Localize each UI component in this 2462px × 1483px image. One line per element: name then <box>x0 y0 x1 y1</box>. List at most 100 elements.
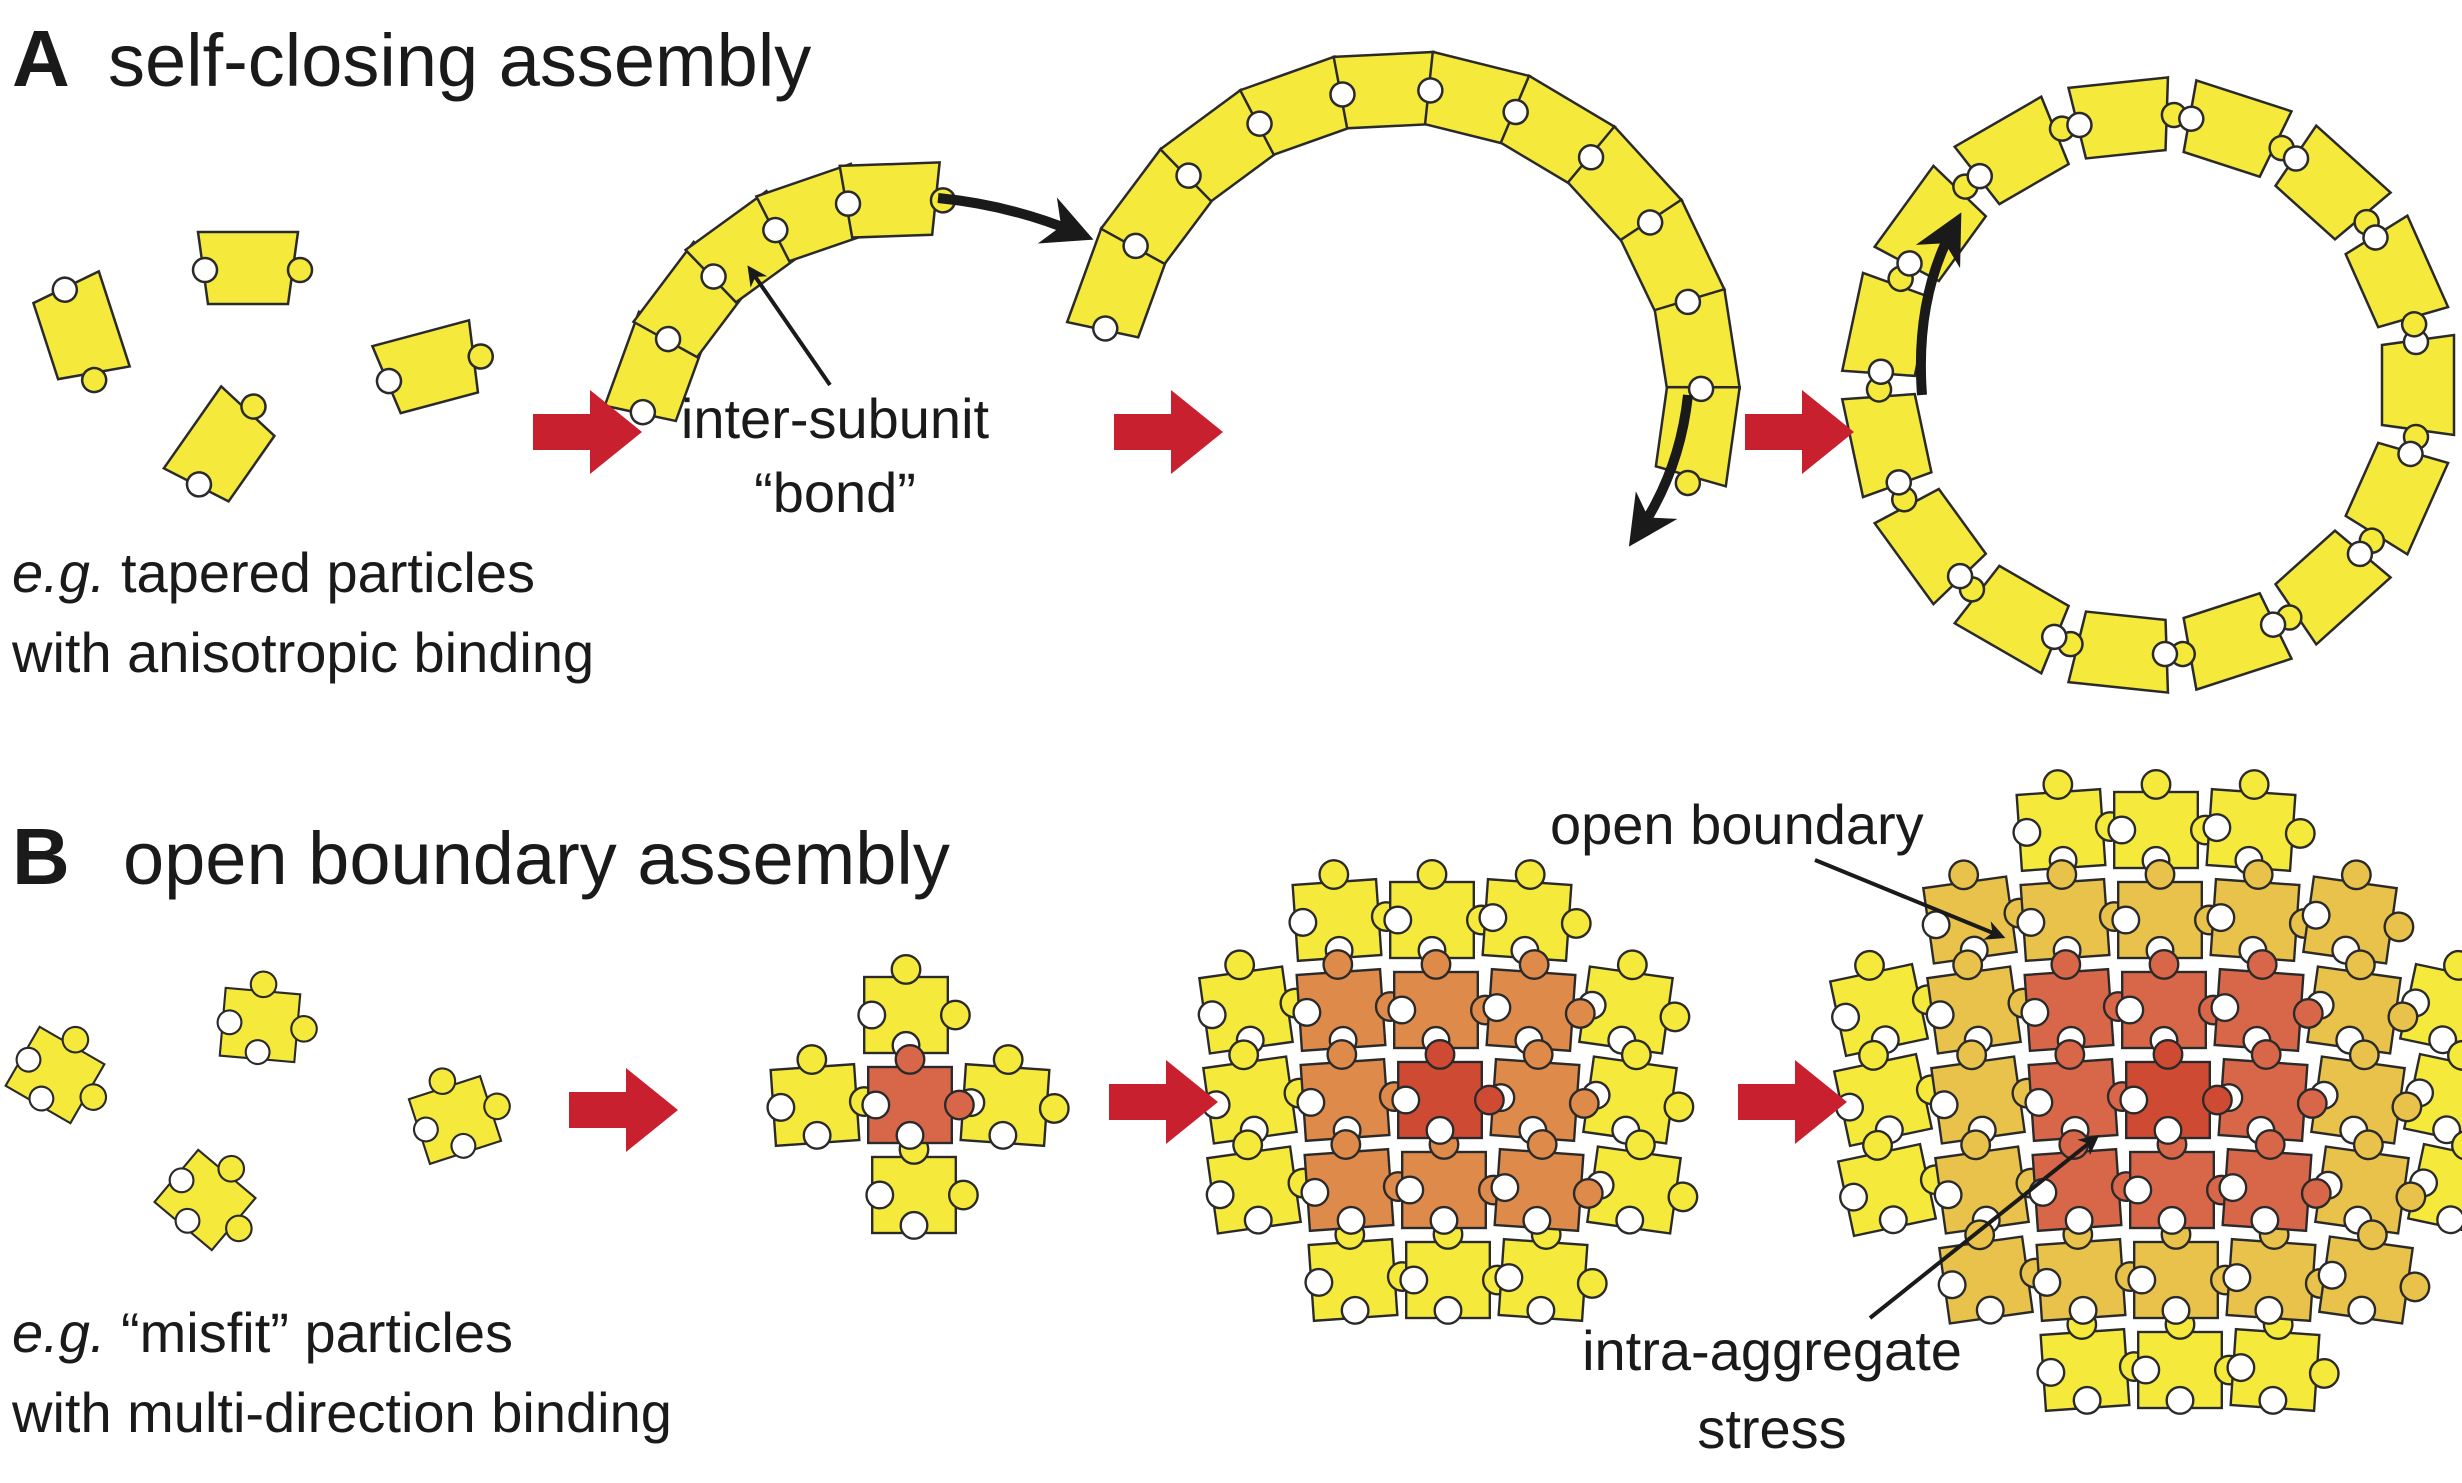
large-aggregate-particle-11 <box>2131 1308 2245 1415</box>
ring-particle-2 <box>2344 440 2450 557</box>
medium-aggregate-particle-11 <box>1399 1218 1513 1325</box>
scattered-tapered-particles <box>31 230 494 504</box>
large-aggregate-particle-36 <box>2218 1129 2332 1235</box>
ring-particle-7 <box>1872 486 1988 607</box>
process-arrow-a1 <box>533 390 642 474</box>
process-arrow-a3 <box>1745 390 1854 474</box>
medium-aggregate-particle-2 <box>1383 858 1497 965</box>
tapered-particle-3 <box>370 318 494 415</box>
large-aggregate-particle-35 <box>2123 1128 2237 1235</box>
small-aggregate <box>766 953 1070 1240</box>
large-aggregate-particle-31 <box>2210 949 2324 1055</box>
ring-closure-arrow <box>1915 212 1962 396</box>
large-aggregate-particle-14 <box>2016 859 2130 965</box>
medium-aggregate-particle-4 <box>1197 949 1311 1055</box>
ring-particle-4 <box>2169 591 2294 692</box>
process-arrow-a2 <box>1114 390 1223 474</box>
large-aggregate-particle-28 <box>2317 1219 2431 1325</box>
large-aggregate-particle-15 <box>2111 858 2225 965</box>
process-arrow-b3 <box>1738 1060 1847 1144</box>
medium-aggregate-particle-16 <box>1296 1039 1410 1145</box>
panel-a-letter: A <box>12 14 70 103</box>
large-aggregate-particle-13 <box>1921 859 2035 965</box>
medium-aggregate-particle-18 <box>1300 1129 1414 1235</box>
medium-aggregate-particle-3 <box>1478 859 1592 965</box>
large-aggregate-particle-10 <box>2036 1309 2150 1415</box>
medium-aggregate-particle-6 <box>1201 1039 1315 1145</box>
medium-aggregate-particle-19 <box>1395 1128 1509 1235</box>
large-aggregate-particle-19 <box>2305 949 2419 1055</box>
large-aggregate-particle-1 <box>2012 769 2126 875</box>
large-aggregate-particle-25 <box>2032 1219 2146 1325</box>
small-aggregate-particle-1 <box>857 953 971 1060</box>
process-arrow-b1 <box>569 1068 678 1152</box>
misfit-particle-4 <box>152 1148 258 1252</box>
small-aggregate-particle-5 <box>861 1043 975 1150</box>
panel-b-caption-rest: “misfit” particles <box>105 1301 513 1364</box>
large-aggregate <box>1828 768 2462 1415</box>
small-aggregate-particle-2 <box>766 1044 880 1150</box>
large-aggregate-particle-4 <box>1828 949 1943 1058</box>
panel-a-caption-line-2: with anisotropic binding <box>11 621 594 684</box>
stress-label-line-2: stress <box>1697 1397 1846 1460</box>
large-aggregate-particle-2 <box>2107 768 2221 875</box>
ring-particle-15 <box>2344 213 2450 338</box>
large-aggregate-particle-3 <box>2202 769 2316 875</box>
panel-b-caption-line-1: e.g. “misfit” particles <box>12 1301 513 1364</box>
tapered-particle-2 <box>191 230 314 306</box>
panel-b-title: open boundary assembly <box>123 817 950 900</box>
panel-b-caption-line-2: with multi-direction binding <box>11 1381 672 1444</box>
large-aggregate-particle-29 <box>2020 949 2134 1055</box>
large-aggregate-particle-7 <box>2402 1039 2462 1148</box>
long-arc-particle-3 <box>1158 88 1279 203</box>
medium-aggregate-particle-13 <box>1292 949 1406 1055</box>
large-aggregate-particle-9 <box>2406 1129 2462 1238</box>
open-boundary-pointer <box>1814 858 2006 940</box>
panel-a-caption-line-1: e.g. tapered particles <box>12 541 535 604</box>
panel-a-caption-rest: tapered particles <box>105 541 535 604</box>
panel-b-letter: B <box>12 812 70 901</box>
medium-aggregate-particle-20 <box>1490 1129 1604 1235</box>
bond-label-line-1: inter-subunit <box>681 387 990 450</box>
tapered-particle-1 <box>31 269 132 394</box>
closed-ring-assembly <box>1840 76 2456 694</box>
medium-aggregate <box>1197 858 1699 1325</box>
misfit-particle-3 <box>407 1067 511 1166</box>
scattered-misfit-particles <box>4 970 511 1252</box>
long-arc-assembly <box>1065 50 1742 497</box>
process-arrow-b2 <box>1109 1060 1218 1144</box>
panel-a-caption-italic: e.g. <box>12 541 105 604</box>
misfit-particle-1 <box>4 1025 108 1125</box>
medium-aggregate-particle-15 <box>1482 949 1596 1055</box>
large-aggregate-particle-24 <box>1937 1219 2051 1325</box>
open-boundary-label: open boundary <box>1550 793 1924 856</box>
ring-particle-5 <box>2057 610 2179 694</box>
closing-direction-arrow <box>1628 394 1693 547</box>
medium-aggregate-particle-10 <box>1304 1219 1418 1325</box>
medium-aggregate-particle-12 <box>1494 1219 1608 1325</box>
bond-pointer-arrow <box>747 265 832 387</box>
ring-particle-13 <box>2178 78 2295 179</box>
bond-pointer <box>747 265 832 387</box>
panel-b: B open boundary assembly e.g. “misfit” p… <box>4 768 2462 1460</box>
growth-direction-arrow <box>937 193 1094 244</box>
small-aggregate-particle-4 <box>865 1133 979 1240</box>
panel-a: A self-closing assembly e.g. tapered par… <box>11 14 2456 694</box>
medium-aggregate-particle-14 <box>1387 948 1501 1055</box>
bond-label-line-2: “bond” <box>754 461 916 524</box>
large-aggregate-particle-12 <box>2226 1309 2340 1415</box>
large-aggregate-particle-32 <box>2024 1039 2138 1145</box>
tapered-particle-4 <box>161 384 277 504</box>
ring-particle-1 <box>2380 328 2456 451</box>
short-arc-assembly <box>603 161 957 426</box>
large-aggregate-particle-30 <box>2115 948 2229 1055</box>
large-aggregate-particle-37 <box>2119 1038 2233 1145</box>
medium-aggregate-particle-1 <box>1288 859 1402 965</box>
medium-aggregate-particle-21 <box>1391 1038 1505 1145</box>
stress-pointer <box>1868 1135 2100 1320</box>
misfit-particle-2 <box>216 970 318 1066</box>
panel-b-caption-italic: e.g. <box>12 1301 105 1364</box>
panel-a-title: self-closing assembly <box>108 19 811 102</box>
medium-aggregate-particle-5 <box>1577 949 1691 1055</box>
